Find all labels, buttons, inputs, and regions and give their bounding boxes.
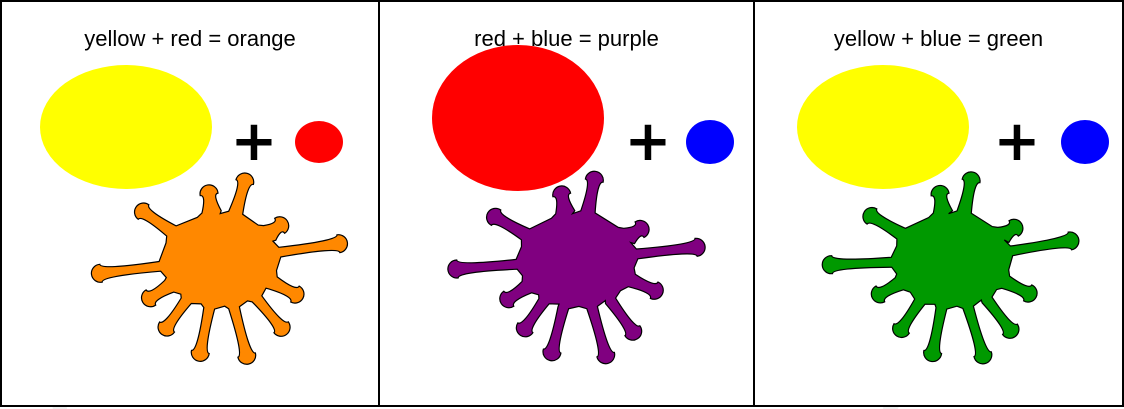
plus-sign: + [994, 109, 1041, 174]
mix-panel-orange: yellow + red = orange + [0, 0, 380, 407]
plus-sign: + [231, 109, 278, 174]
color-b-dot [295, 121, 343, 163]
plus-sign: + [625, 109, 672, 174]
color-b-dot [1061, 120, 1109, 164]
mix-panel-purple: red + blue = purple + [378, 0, 755, 407]
color-b-dot [686, 120, 734, 164]
color-a-blob [40, 65, 212, 189]
result-splat [822, 172, 1079, 364]
color-a-blob [797, 65, 969, 189]
color-a-blob [432, 45, 604, 191]
result-splat [91, 173, 347, 364]
mix-panel-green: yellow + blue = green + [753, 0, 1124, 407]
result-splat [448, 171, 705, 363]
